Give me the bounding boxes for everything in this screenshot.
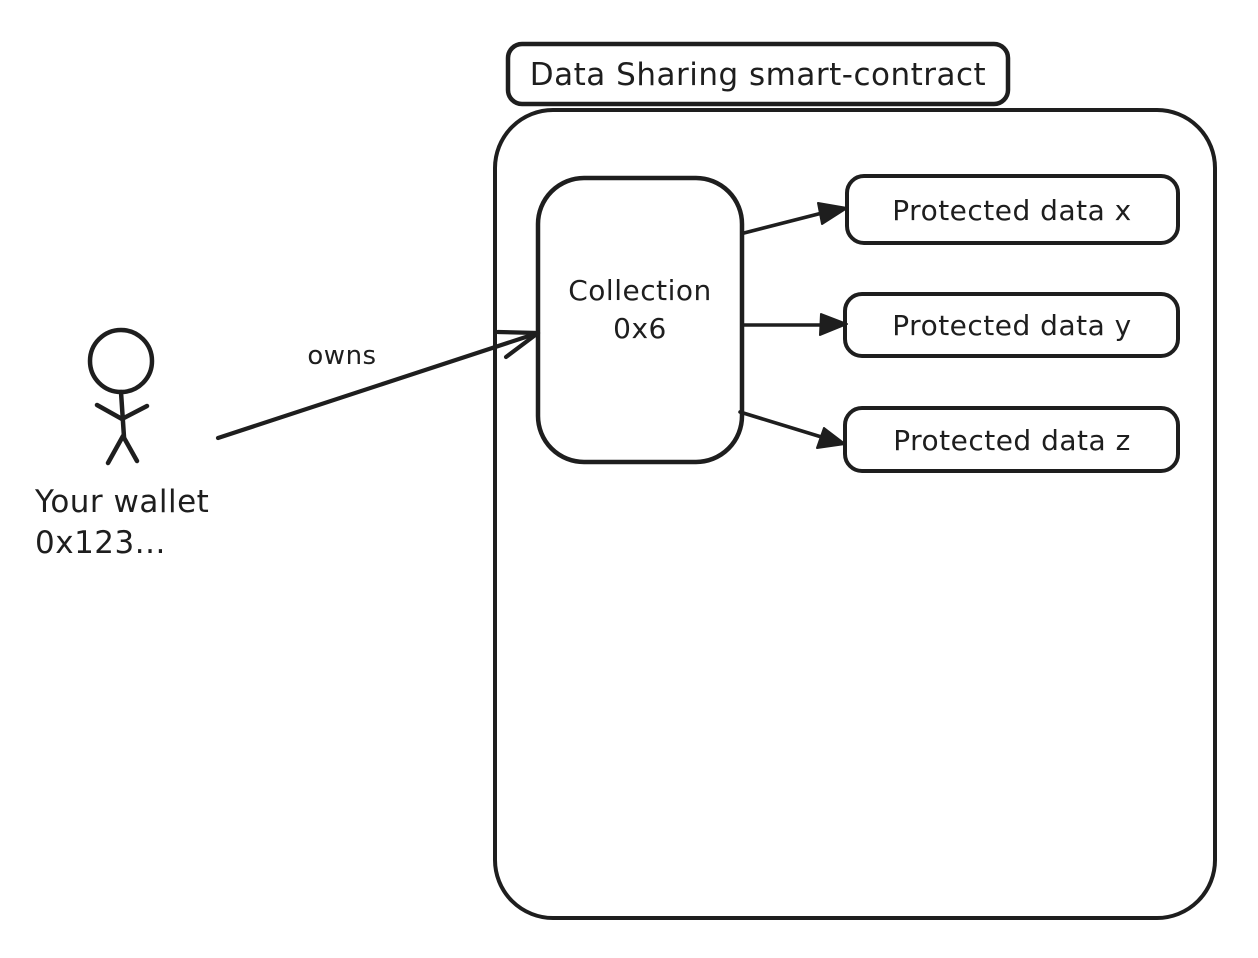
smart-contract-title-label: Data Sharing smart-contract bbox=[530, 57, 986, 93]
protected-data-y-node: Protected data y bbox=[843, 292, 1180, 358]
owns-arrow-label: owns bbox=[307, 341, 376, 371]
owns-arrow: owns bbox=[215, 329, 541, 441]
collection-to-y-arrow bbox=[742, 313, 848, 336]
stick-figure-legs bbox=[105, 433, 140, 466]
protected-data-x-box bbox=[845, 174, 1180, 245]
owns-arrowhead-barb-bottom bbox=[503, 330, 541, 360]
stick-figure-head bbox=[87, 327, 155, 395]
collection-box bbox=[535, 175, 745, 465]
owns-arrow-line bbox=[215, 330, 541, 441]
wallet-actor-icon bbox=[87, 327, 155, 466]
protected-data-z-label: Protected data z bbox=[893, 424, 1131, 457]
stick-figure-arms bbox=[94, 402, 150, 422]
wallet-label: Your wallet 0x123... bbox=[34, 484, 209, 561]
collection-to-x-arrow bbox=[742, 202, 848, 235]
wallet-label-line2: 0x123... bbox=[35, 525, 166, 561]
collection-label-line2: 0x6 bbox=[613, 312, 667, 345]
collection-to-z-arrow bbox=[738, 410, 846, 449]
stick-figure-body bbox=[118, 389, 127, 440]
protected-data-z-box bbox=[843, 406, 1180, 473]
owns-arrowhead-barb-top bbox=[495, 329, 541, 336]
title-box-outline bbox=[505, 41, 1011, 107]
arrowhead-icon bbox=[817, 202, 848, 225]
protected-data-x-node: Protected data x bbox=[845, 174, 1180, 245]
collection-label-line1: Collection bbox=[568, 274, 712, 307]
collection-to-z-arrow-line bbox=[738, 410, 830, 441]
protected-data-x-label: Protected data x bbox=[892, 194, 1131, 227]
collection-node: Collection 0x6 bbox=[535, 175, 745, 465]
collection-to-x-arrow-line bbox=[742, 209, 832, 235]
arrowhead-icon bbox=[816, 427, 846, 449]
wallet-label-line1: Your wallet bbox=[34, 484, 209, 520]
protected-data-y-label: Protected data y bbox=[892, 309, 1131, 342]
smart-contract-title-box: Data Sharing smart-contract bbox=[505, 41, 1011, 107]
protected-data-z-node: Protected data z bbox=[843, 406, 1180, 473]
arrowhead-icon bbox=[819, 313, 848, 336]
